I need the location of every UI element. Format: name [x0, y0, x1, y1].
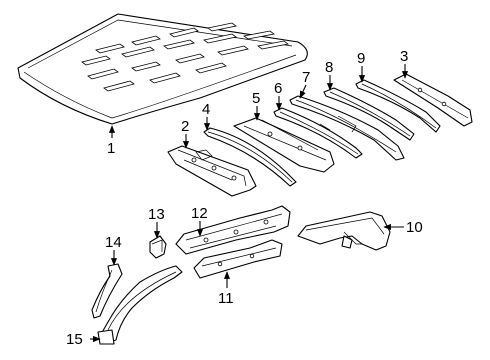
part-15-pillar — [97, 265, 183, 345]
callout-10: 10 — [406, 219, 423, 236]
part-11-lower-side-rail — [193, 239, 283, 279]
callout-11: 11 — [218, 290, 234, 307]
part-1-roof-panel — [17, 13, 308, 125]
callout-8: 8 — [325, 59, 333, 76]
callout-4: 4 — [202, 101, 210, 118]
part-2-front-header — [167, 145, 257, 197]
callout-6: 6 — [274, 80, 282, 97]
callout-12: 12 — [191, 205, 208, 222]
callout-15: 15 — [66, 331, 83, 348]
part-9-roof-bow — [355, 79, 441, 133]
part-4-roof-bow — [203, 127, 297, 187]
part-7-roof-bow — [289, 95, 405, 161]
callout-3: 3 — [400, 48, 408, 65]
part-14-pillar-reinforcement — [91, 263, 123, 319]
leader-7 — [299, 84, 307, 99]
part-3-rear-header — [393, 73, 473, 127]
part-10-rear-extension — [297, 211, 391, 251]
callout-1: 1 — [107, 140, 115, 157]
callout-5: 5 — [252, 90, 260, 107]
part-6-roof-bow — [273, 107, 363, 159]
part-8-roof-bow — [323, 87, 415, 141]
callout-14: 14 — [105, 234, 122, 251]
callout-9: 9 — [357, 50, 365, 67]
callout-13: 13 — [148, 206, 165, 223]
roof-panel-ribs — [81, 22, 289, 92]
callout-7: 7 — [302, 69, 310, 86]
part-13-bracket — [149, 235, 167, 259]
callout-2: 2 — [181, 118, 189, 135]
